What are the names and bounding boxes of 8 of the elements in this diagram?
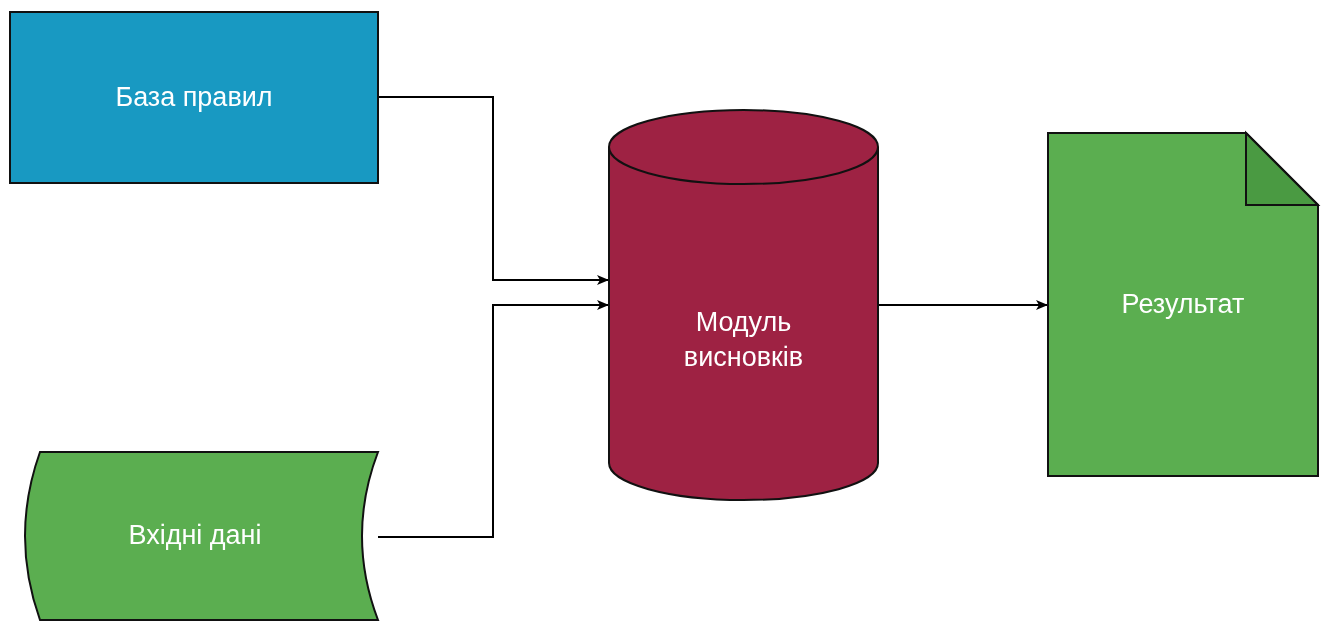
node-label: Вхідні дані [128, 519, 262, 553]
rule-base-box [10, 12, 378, 183]
inference-cylinder [609, 110, 878, 500]
node-label: Результат [1121, 287, 1245, 321]
arrow [377, 300, 610, 538]
node-label: Модуль висновків [682, 305, 805, 374]
result-document [1048, 133, 1318, 476]
node-label: База правил [115, 80, 273, 114]
